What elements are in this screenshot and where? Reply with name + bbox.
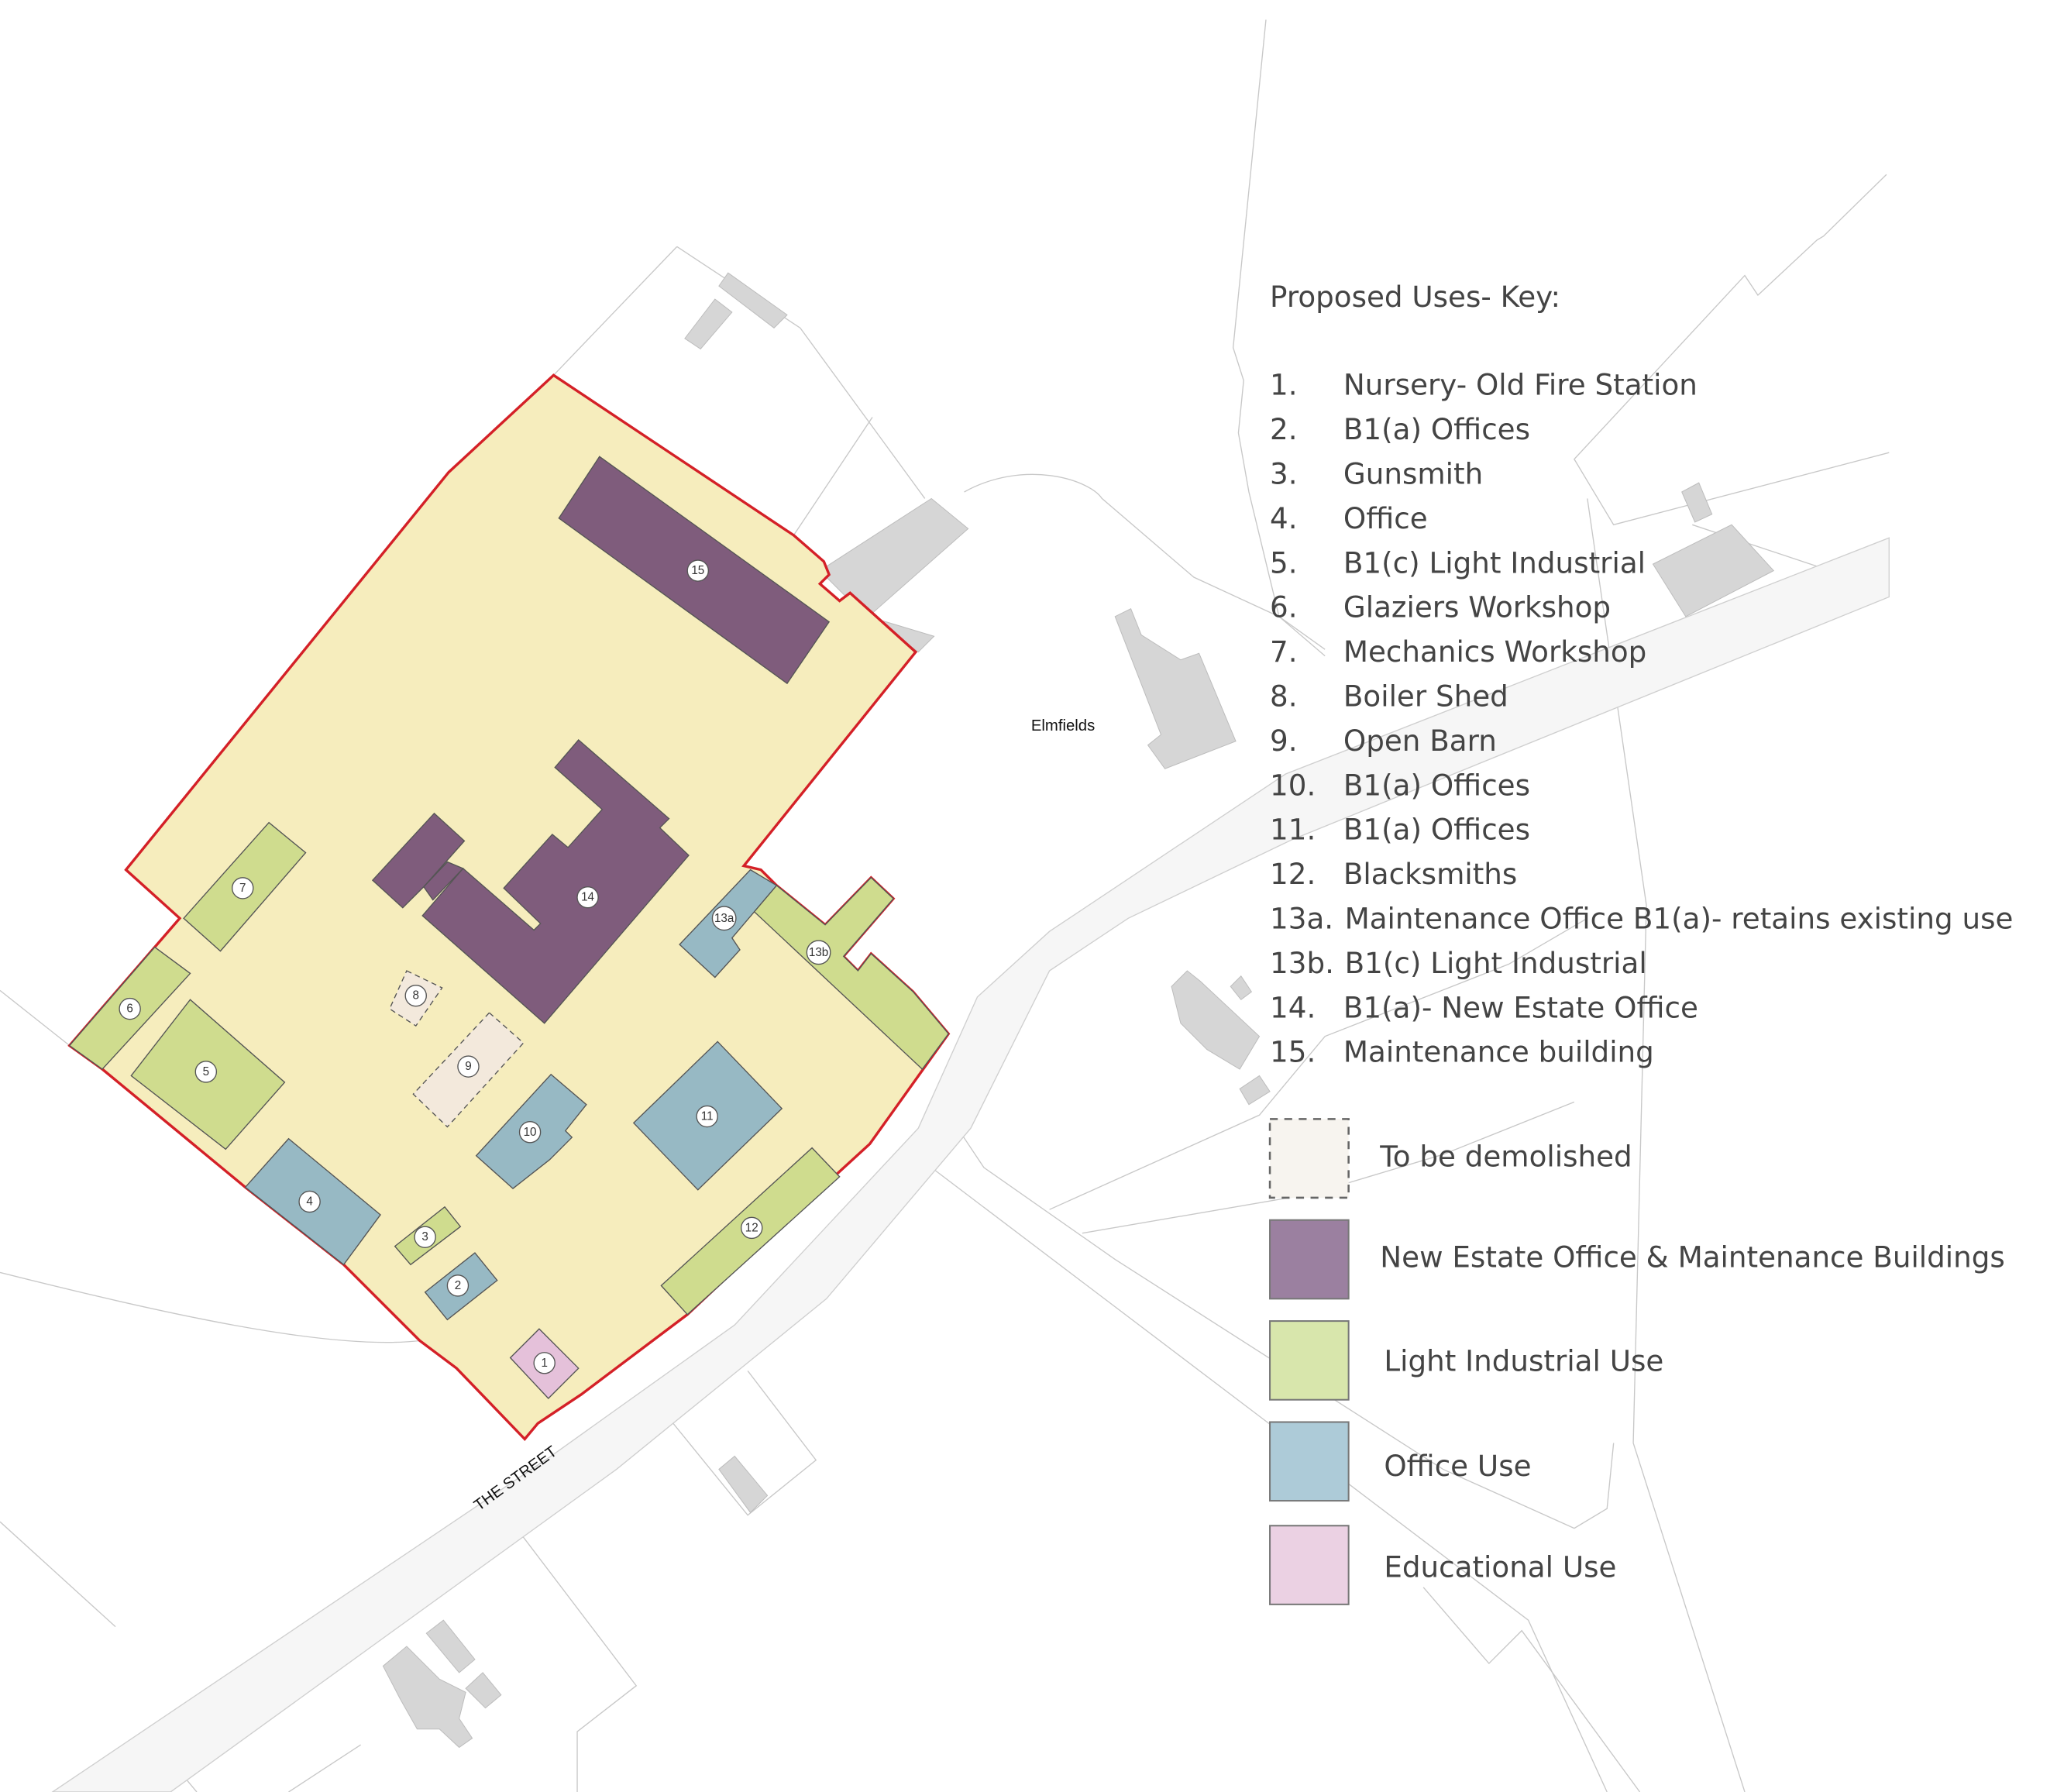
key-item-label: B1(a)- New Estate Office <box>1343 990 1698 1024</box>
key-item-label: Blacksmiths <box>1343 857 1517 891</box>
svg-text:1: 1 <box>541 1357 547 1370</box>
place-label-elmfields: Elmfields <box>1031 717 1095 734</box>
building-number-markers: 1 2 3 4 5 6 7 8 9 10 11 12 13a 13b 14 15 <box>119 559 831 1374</box>
key-item-label: Mechanics Workshop <box>1343 635 1646 669</box>
key-item-number: 12. <box>1270 857 1316 891</box>
legend-label-office: Office Use <box>1384 1449 1531 1483</box>
key-item-number: 13a. <box>1270 901 1333 935</box>
svg-text:10: 10 <box>524 1126 537 1139</box>
svg-text:7: 7 <box>239 882 246 895</box>
key-item-number: 5. <box>1270 545 1298 580</box>
key-item-number: 3. <box>1270 456 1298 490</box>
marker-2: 2 <box>446 1274 470 1297</box>
building-13b[interactable] <box>753 876 950 1071</box>
legend-swatch-light-industrial <box>1269 1320 1350 1401</box>
marker-14: 14 <box>576 886 599 909</box>
svg-text:4: 4 <box>306 1195 313 1209</box>
key-item-number: 11. <box>1270 813 1316 847</box>
marker-4: 4 <box>298 1190 321 1213</box>
marker-10: 10 <box>518 1121 542 1144</box>
svg-text:11: 11 <box>701 1109 714 1123</box>
legend-swatch-demolish <box>1268 1118 1350 1199</box>
key-item-label: B1(a) Offices <box>1343 768 1530 802</box>
marker-3: 3 <box>414 1226 436 1248</box>
key-item-number: 1. <box>1270 368 1298 402</box>
svg-text:13a: 13a <box>714 912 734 925</box>
svg-text:6: 6 <box>126 1003 132 1016</box>
building-14[interactable] <box>371 739 690 1024</box>
marker-13a: 13a <box>711 906 737 931</box>
key-item-number: 4. <box>1270 501 1298 535</box>
key-item-number: 7. <box>1270 635 1298 669</box>
marker-8: 8 <box>404 984 427 1007</box>
marker-6: 6 <box>119 997 141 1020</box>
svg-text:15: 15 <box>691 564 704 577</box>
marker-12: 12 <box>741 1216 763 1240</box>
svg-text:2: 2 <box>455 1279 461 1292</box>
key-item-number: 2. <box>1270 412 1298 446</box>
key-item-number: 9. <box>1270 724 1298 758</box>
marker-5: 5 <box>194 1061 218 1083</box>
legend-swatch-new-estate <box>1269 1219 1350 1300</box>
legend-swatch-office <box>1269 1421 1350 1502</box>
marker-15: 15 <box>686 559 710 582</box>
key-item-label: B1(a) Offices <box>1343 412 1530 446</box>
key-item-label: Office <box>1343 501 1428 535</box>
svg-text:12: 12 <box>745 1221 758 1234</box>
key-item-label: Nursery- Old Fire Station <box>1343 368 1698 402</box>
key-item-number: 14. <box>1270 990 1316 1024</box>
key-item-number: 15. <box>1270 1035 1316 1069</box>
svg-text:5: 5 <box>203 1065 209 1078</box>
neighbouring-buildings <box>382 272 1775 1749</box>
svg-text:13b: 13b <box>809 946 828 959</box>
svg-text:14: 14 <box>581 891 594 904</box>
svg-text:3: 3 <box>421 1230 428 1243</box>
marker-13b: 13b <box>806 940 831 965</box>
proposed-uses-key: Proposed Uses- Key: 1. Nursery- Old Fire … <box>1270 280 2013 1068</box>
key-item-label: Glaziers Workshop <box>1343 590 1611 624</box>
legend-swatch-educational <box>1269 1525 1350 1605</box>
marker-11: 11 <box>696 1105 718 1128</box>
marker-9: 9 <box>457 1055 480 1078</box>
legend-label-light-industrial: Light Industrial Use <box>1384 1343 1663 1378</box>
key-item-number: 10. <box>1270 768 1316 802</box>
key-item-number: 13b. <box>1270 946 1334 980</box>
key-item-number: 8. <box>1270 679 1298 713</box>
key-item-label: B1(c) Light Industrial <box>1345 946 1647 980</box>
legend: To be demolished New Estate Office & Mai… <box>1268 1118 2005 1605</box>
legend-label-educational: Educational Use <box>1384 1550 1616 1584</box>
marker-1: 1 <box>533 1352 556 1374</box>
legend-label-demolish: To be demolished <box>1379 1139 1632 1173</box>
key-item-label: B1(c) Light Industrial <box>1343 545 1646 580</box>
key-item-label: Boiler Shed <box>1343 679 1508 713</box>
road-the-street <box>51 537 1890 1792</box>
key-item-label: Gunsmith <box>1343 456 1483 490</box>
key-item-number: 6. <box>1270 590 1298 624</box>
key-item-label: B1(a) Offices <box>1343 813 1530 847</box>
marker-7: 7 <box>232 877 254 899</box>
key-title: Proposed Uses- Key: <box>1270 280 1560 314</box>
key-item-label: Maintenance building <box>1343 1035 1654 1069</box>
svg-text:8: 8 <box>413 989 419 1003</box>
legend-label-new-estate: New Estate Office & Maintenance Building… <box>1380 1240 2005 1274</box>
key-item-label: Maintenance Office B1(a)- retains existi… <box>1345 901 2014 935</box>
key-item-label: Open Barn <box>1343 724 1497 758</box>
svg-text:9: 9 <box>465 1060 471 1073</box>
